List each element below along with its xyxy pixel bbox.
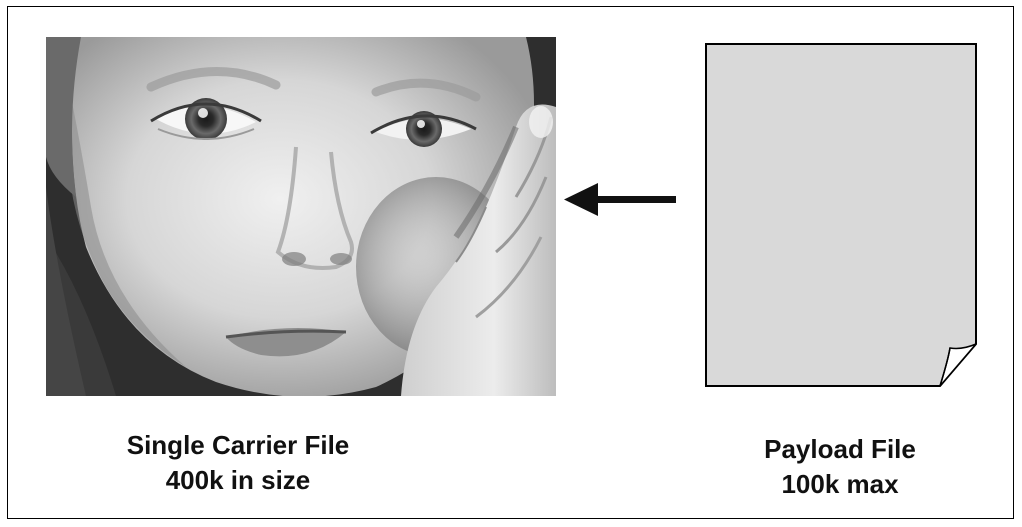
payload-caption-title: Payload File [764, 434, 916, 464]
arrow-left-icon [564, 183, 676, 216]
carrier-caption-size: 400k in size [165, 465, 311, 495]
payload-caption: Payload File 100k max [720, 432, 960, 502]
document-page-icon [705, 43, 977, 387]
payload-caption-size: 100k max [781, 469, 899, 499]
carrier-caption: Single Carrier File 400k in size [88, 428, 388, 498]
carrier-caption-title: Single Carrier File [126, 430, 350, 460]
carrier-photo [46, 37, 556, 396]
